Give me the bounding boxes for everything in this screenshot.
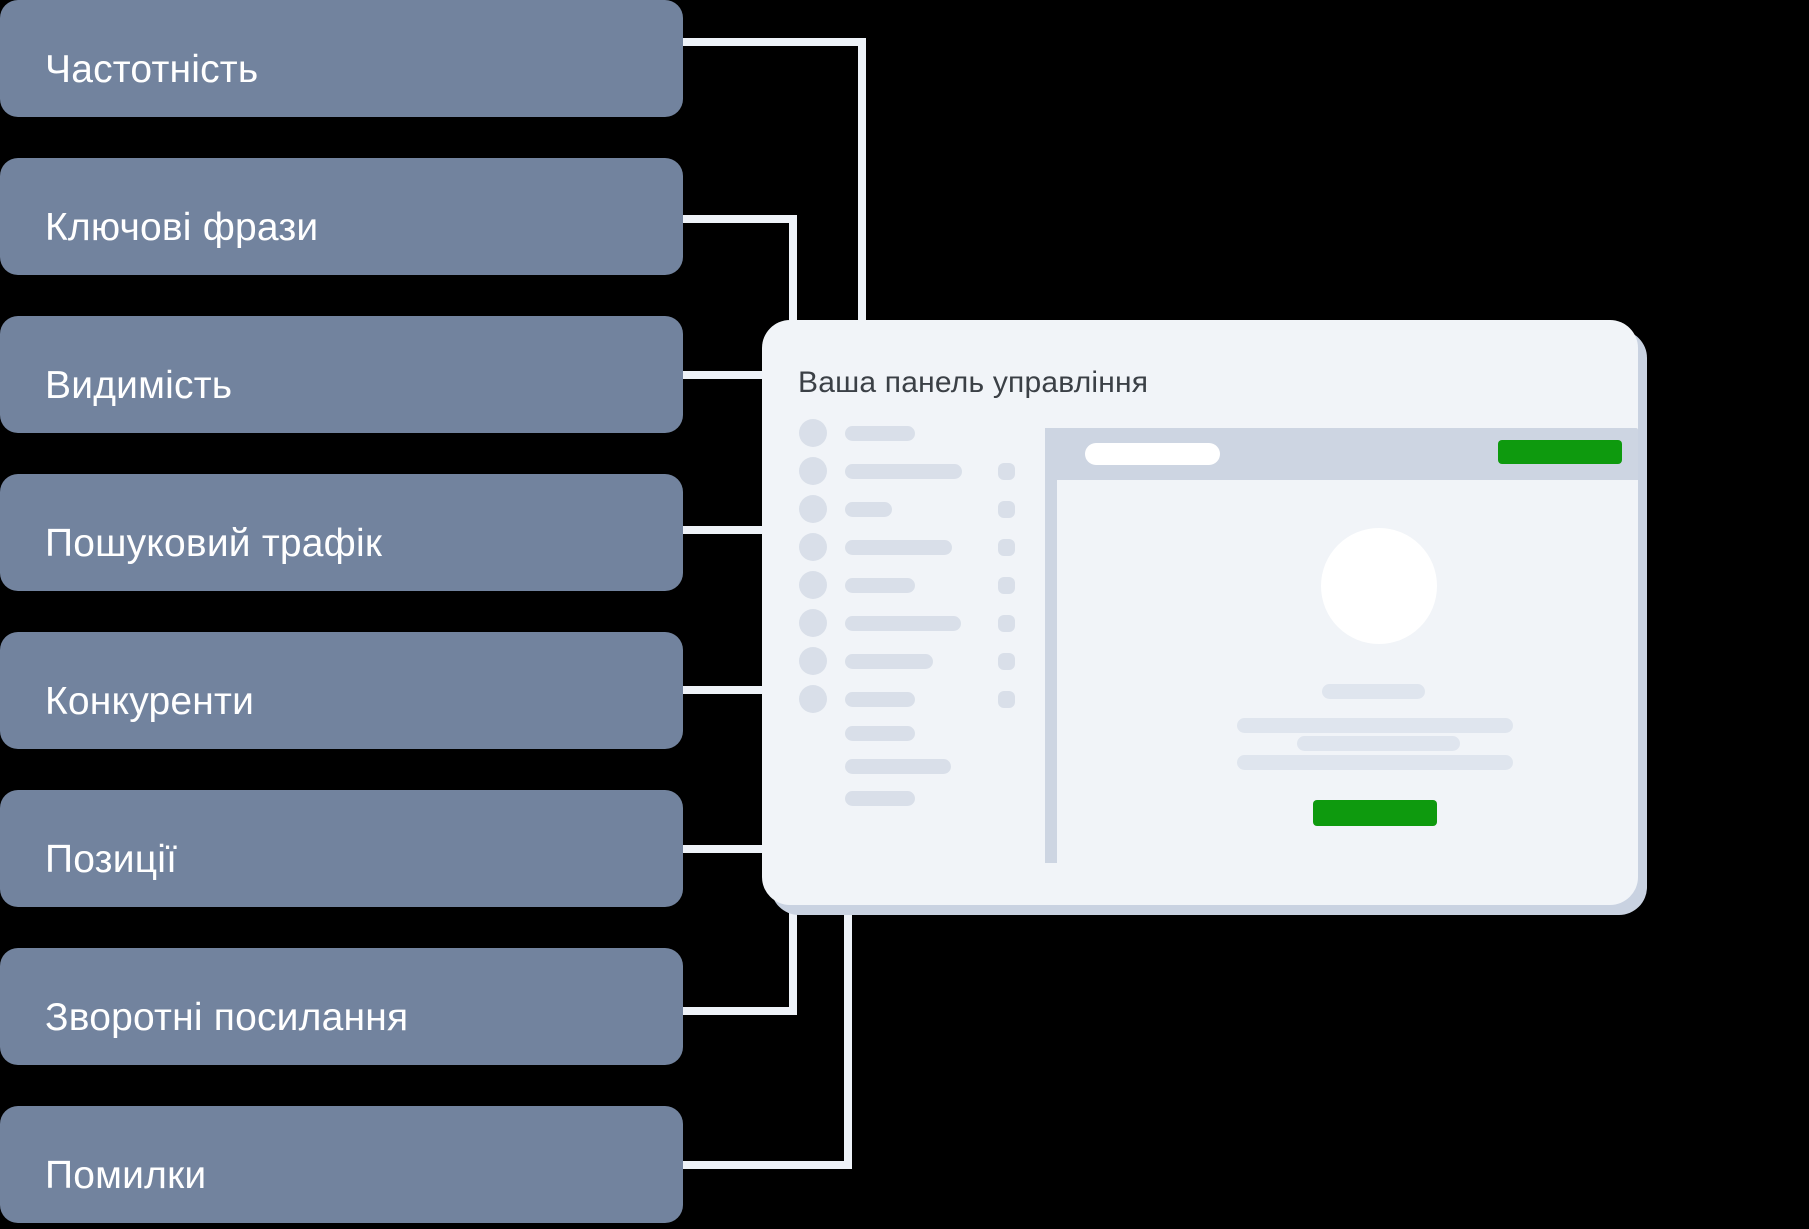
mock-topbar <box>1045 428 1638 480</box>
sidebar-item-badge <box>998 691 1015 708</box>
sidebar-item-badge <box>998 539 1015 556</box>
metric-box-label: Конкуренти <box>45 680 255 723</box>
metric-box-3: Видимість <box>0 316 683 433</box>
sidebar-item-icon <box>799 647 827 675</box>
sidebar-item-badge <box>998 615 1015 632</box>
connector-segment <box>683 1161 852 1169</box>
metric-box-7: Зворотні посилання <box>0 948 683 1065</box>
metric-box-1: Частотність <box>0 0 683 117</box>
connector-segment <box>789 898 797 1015</box>
metric-box-4: Пошуковий трафік <box>0 474 683 591</box>
connector-segment <box>683 38 866 46</box>
sidebar-item-badge <box>998 653 1015 670</box>
metric-box-label: Пошуковий трафік <box>45 522 383 565</box>
content-text-placeholder <box>1237 718 1513 733</box>
content-text-placeholder <box>1322 684 1425 699</box>
sidebar-item-icon <box>799 419 827 447</box>
sidebar-item-text-placeholder <box>845 578 915 593</box>
metric-box-5: Конкуренти <box>0 632 683 749</box>
sidebar-item-icon <box>799 685 827 713</box>
sidebar-item-badge <box>998 577 1015 594</box>
sidebar-item-badge <box>998 501 1015 518</box>
connector-segment <box>683 215 797 223</box>
content-text-placeholder <box>1237 755 1513 770</box>
sidebar-item-text-placeholder <box>845 759 951 774</box>
metric-box-label: Видимість <box>45 364 233 407</box>
connector-segment <box>683 371 770 379</box>
sidebar-item-text-placeholder <box>845 540 952 555</box>
primary-action-button[interactable] <box>1498 440 1622 464</box>
metric-box-label: Частотність <box>45 48 259 91</box>
sidebar-item-text-placeholder <box>845 726 915 741</box>
dashboard-card: Ваша панель управління <box>762 320 1638 905</box>
connector-segment <box>683 686 770 694</box>
connector-segment <box>683 845 770 853</box>
connector-segment <box>683 526 770 534</box>
metric-box-label: Зворотні посилання <box>45 996 409 1039</box>
metric-box-6: Позиції <box>0 790 683 907</box>
metric-box-8: Помилки <box>0 1106 683 1223</box>
sidebar-item-badge <box>998 463 1015 480</box>
avatar-circle <box>1321 528 1437 644</box>
sidebar-item-text-placeholder <box>845 692 915 707</box>
sidebar-item-icon <box>799 533 827 561</box>
sidebar-item-text-placeholder <box>845 791 915 806</box>
content-text-placeholder <box>1297 736 1460 751</box>
metric-box-label: Ключові фрази <box>45 206 319 249</box>
sidebar-item-text-placeholder <box>845 464 962 479</box>
connector-segment <box>683 1007 797 1015</box>
sidebar-item-text-placeholder <box>845 426 915 441</box>
sidebar-item-icon <box>799 457 827 485</box>
connector-segment <box>844 898 852 1169</box>
connector-segment <box>789 215 797 320</box>
sidebar-item-text-placeholder <box>845 616 961 631</box>
sidebar-item-icon <box>799 571 827 599</box>
sidebar-item-icon <box>799 609 827 637</box>
sidebar-item-text-placeholder <box>845 654 933 669</box>
sidebar-item-icon <box>799 495 827 523</box>
sidebar-item-text-placeholder <box>845 502 892 517</box>
cta-button[interactable] <box>1313 800 1437 826</box>
metric-box-label: Помилки <box>45 1154 207 1197</box>
connector-segment <box>858 38 866 320</box>
search-input[interactable] <box>1085 443 1220 465</box>
scrollbar[interactable] <box>1045 480 1057 863</box>
metric-box-label: Позиції <box>45 838 178 881</box>
card-title: Ваша панель управління <box>798 366 1149 399</box>
metric-box-2: Ключові фрази <box>0 158 683 275</box>
